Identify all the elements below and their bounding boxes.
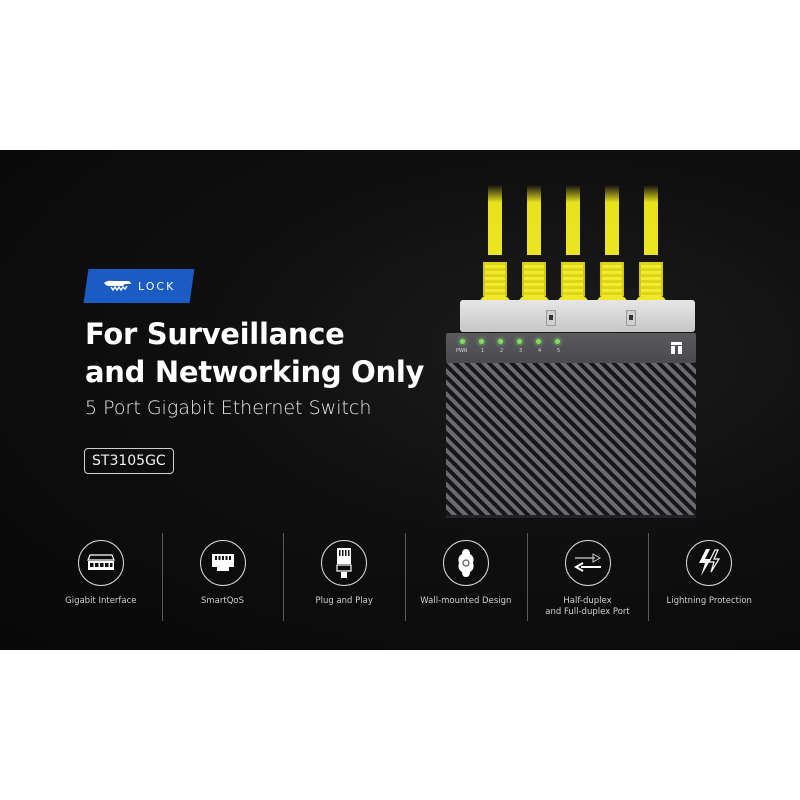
headline-line-1: For Surveillance: [85, 317, 345, 351]
feature-label: Lightning Protection: [666, 596, 752, 606]
model-badge: ST3105GC: [84, 448, 174, 474]
page-title: For Surveillance and Networking Only: [85, 315, 424, 391]
duplex-arrows-icon: [564, 540, 611, 586]
ethernet-plug-icon: [321, 540, 368, 586]
feature-item: Wall-mounted Design: [405, 533, 527, 628]
led-label: PWR: [456, 348, 468, 354]
feature-item: Half-duplex and Full-duplex Port: [526, 533, 649, 628]
switch-ports-icon: [77, 540, 124, 586]
feature-item: Gigabit Interface: [40, 533, 162, 628]
product-subtitle: 5 Port Gigabit Ethernet Switch: [85, 397, 372, 419]
brand-mark-icon: [671, 342, 682, 354]
headline-line-2: and Networking Only: [85, 355, 425, 389]
logo-text: LOCK: [137, 279, 176, 293]
led-label: 4: [538, 348, 542, 354]
switch-product-image: PWR 1 2 3 4 5: [440, 170, 710, 550]
feature-label: Wall-mounted Design: [420, 596, 512, 606]
led-label: 2: [500, 348, 504, 354]
crocodile-logo-icon: [103, 280, 131, 292]
led-panel: PWR 1 2 3 4 5: [446, 333, 696, 363]
feature-item: Lightning Protection: [648, 533, 770, 628]
feature-label: SmartQoS: [201, 596, 244, 606]
lightning-icon: [686, 540, 733, 586]
led-label: 5: [557, 348, 561, 354]
wall-mount-icon: [442, 540, 489, 586]
feature-list: Gigabit Interface SmartQoS: [40, 533, 770, 628]
led-indicator: [517, 339, 522, 344]
port-latch: [546, 310, 556, 326]
port-strip: [460, 300, 695, 332]
feature-item: Plug and Play: [283, 533, 405, 628]
led-indicator: [555, 339, 560, 344]
feature-label: Half-duplex and Full-duplex Port: [545, 596, 630, 617]
product-banner: LOCK For Surveillance and Networking Onl…: [0, 150, 800, 650]
led-indicator: [536, 339, 541, 344]
feature-label: Plug and Play: [315, 596, 373, 606]
led-indicator: [498, 339, 503, 344]
led-indicator: [479, 339, 484, 344]
led-label: 1: [481, 348, 485, 354]
rj45-port-icon: [199, 540, 246, 586]
brand-logo: LOCK: [83, 269, 195, 303]
led-indicator: [460, 339, 465, 344]
feature-item: SmartQoS: [161, 533, 284, 628]
feature-label: Gigabit Interface: [65, 596, 137, 606]
switch-body: [446, 363, 696, 518]
port-latch: [626, 310, 636, 326]
led-label: 3: [519, 348, 523, 354]
